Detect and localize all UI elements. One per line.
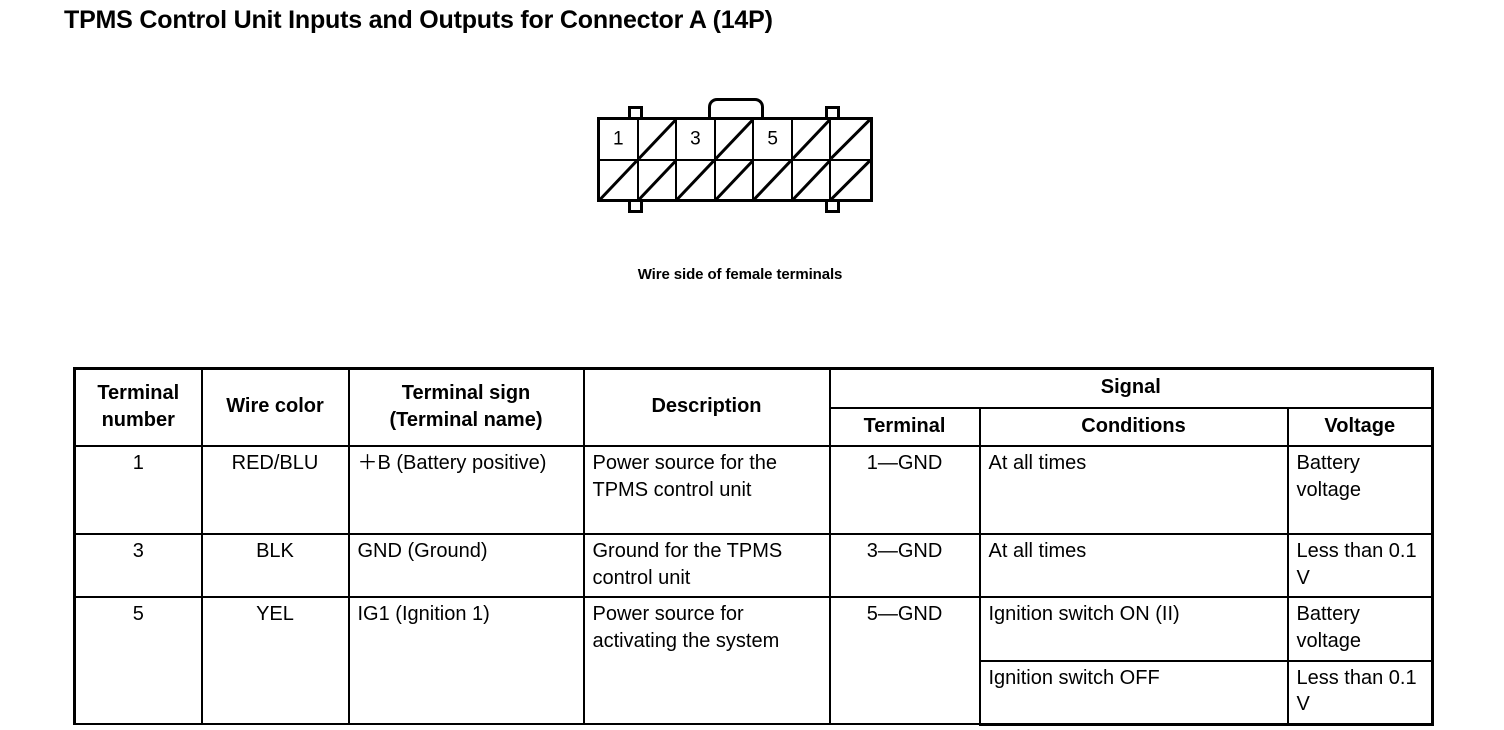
- header-terminal-number: Terminal number: [73, 367, 203, 448]
- header-terminal-number-line2: number: [101, 408, 175, 431]
- header-row-2: Terminal Conditions Voltage: [75, 406, 1435, 448]
- table-row: Ignition switch OFF Less than 0.1 V: [75, 659, 1435, 726]
- cell-terminal-number: 5: [73, 596, 203, 726]
- connector-pin-8: [600, 160, 639, 200]
- cell-signal-terminal: 3—GND: [828, 533, 981, 599]
- connector-pin-11: [716, 160, 755, 200]
- blank-slash-icon: [716, 120, 753, 159]
- connector-pin-2: [639, 120, 678, 159]
- cell-wire-color: BLK: [200, 533, 350, 599]
- connector-row-top: 1 3 5: [600, 120, 870, 161]
- page-title: TPMS Control Unit Inputs and Outputs for…: [64, 6, 773, 34]
- blank-slash-icon: [639, 161, 676, 200]
- blank-slash-icon: [831, 161, 870, 200]
- cell-signal-conditions: Ignition switch OFF: [978, 659, 1289, 726]
- cell-terminal-sign: ＋B (Battery positive): [347, 445, 585, 536]
- header-row-1: Terminal number Wire color Terminal sign…: [73, 366, 1435, 448]
- connector-notch-top-left: [628, 106, 643, 119]
- table-body: 1 RED/BLU ＋B (Battery positive) Power so…: [73, 445, 1435, 726]
- connector-pin-7: [831, 120, 870, 159]
- blank-slash-icon: [600, 161, 637, 200]
- terminal-spec-table: Terminal number Wire color Terminal sign…: [73, 366, 1435, 726]
- connector-pin-5-label: 5: [767, 128, 778, 150]
- connector-pin-6: [793, 120, 832, 159]
- cell-signal-terminal: 5—GND: [828, 596, 981, 726]
- connector-latch-tab: [708, 98, 764, 120]
- connector-pin-10: [677, 160, 716, 200]
- cell-signal-voltage: Less than 0.1 V: [1286, 659, 1435, 726]
- table-row: 1 RED/BLU ＋B (Battery positive) Power so…: [73, 445, 1435, 536]
- table-row: 3 BLK GND (Ground) Ground for the TPMS c…: [73, 533, 1435, 599]
- cell-terminal-sign: IG1 (Ignition 1): [347, 596, 585, 726]
- cell-signal-voltage: Less than 0.1 V: [1286, 533, 1435, 599]
- blank-slash-icon: [793, 120, 830, 159]
- cell-description: Ground for the TPMS control unit: [582, 533, 831, 599]
- header-signal-voltage: Voltage: [1286, 406, 1435, 448]
- header-signal-terminal: Terminal: [828, 406, 981, 448]
- connector-pin-grid: 1 3 5: [597, 117, 873, 202]
- connector-pin-13: [793, 160, 832, 200]
- cell-wire-color: RED/BLU: [200, 445, 350, 536]
- header-signal: Signal: [828, 366, 1435, 409]
- header-terminal-number-line1: Terminal: [97, 382, 180, 404]
- blank-slash-icon: [831, 120, 870, 159]
- connector-diagram: 1 3 5: [560, 88, 920, 298]
- header-terminal-sign-line2: (Terminal name): [389, 408, 543, 431]
- connector-notch-bottom-left: [628, 200, 643, 213]
- table-header: Terminal number Wire color Terminal sign…: [73, 366, 1435, 448]
- header-description: Description: [582, 367, 831, 448]
- header-terminal-sign-line1: Terminal sign: [401, 382, 531, 404]
- cell-signal-conditions: Ignition switch ON (II): [978, 596, 1289, 662]
- connector-notch-top-right: [825, 106, 840, 119]
- cell-signal-conditions: At all times: [978, 533, 1289, 599]
- cell-terminal-number: 1: [73, 445, 203, 536]
- connector-pin-12: [754, 160, 793, 200]
- cell-description: Power source for activating the system: [582, 596, 831, 726]
- cell-signal-voltage: Battery voltage: [1286, 445, 1435, 536]
- blank-slash-icon: [677, 161, 714, 200]
- connector-pin-1-label: 1: [613, 128, 624, 150]
- header-terminal-sign: Terminal sign (Terminal name): [347, 367, 585, 448]
- cell-description: Power source for the TPMS control unit: [582, 445, 831, 536]
- connector-caption: Wire side of female terminals: [637, 266, 843, 283]
- connector-notch-bottom-right: [825, 200, 840, 213]
- connector-pin-9: [639, 160, 678, 200]
- cell-signal-conditions: At all times: [978, 445, 1289, 536]
- connector-pin-3-label: 3: [690, 128, 701, 150]
- connector-row-bottom: [600, 160, 870, 200]
- cell-terminal-number: 3: [73, 533, 203, 599]
- blank-slash-icon: [639, 120, 676, 159]
- connector-pin-1: 1: [600, 120, 639, 159]
- cell-signal-terminal: 1—GND: [828, 445, 981, 536]
- blank-slash-icon: [793, 161, 830, 200]
- connector-pin-3: 3: [677, 120, 716, 159]
- table-row: 5 YEL IG1 (Ignition 1) Power source for …: [73, 596, 1435, 726]
- connector-pin-14: [831, 161, 870, 200]
- cell-signal-voltage: Battery voltage: [1286, 596, 1435, 662]
- cell-terminal-sign: GND (Ground): [347, 533, 585, 599]
- header-signal-conditions: Conditions: [978, 406, 1289, 448]
- connector-pin-4: [716, 120, 755, 159]
- cell-wire-color: YEL: [200, 596, 350, 726]
- header-wire-color: Wire color: [200, 367, 350, 448]
- blank-slash-icon: [754, 161, 791, 200]
- connector-pin-5: 5: [754, 120, 793, 159]
- blank-slash-icon: [716, 161, 753, 200]
